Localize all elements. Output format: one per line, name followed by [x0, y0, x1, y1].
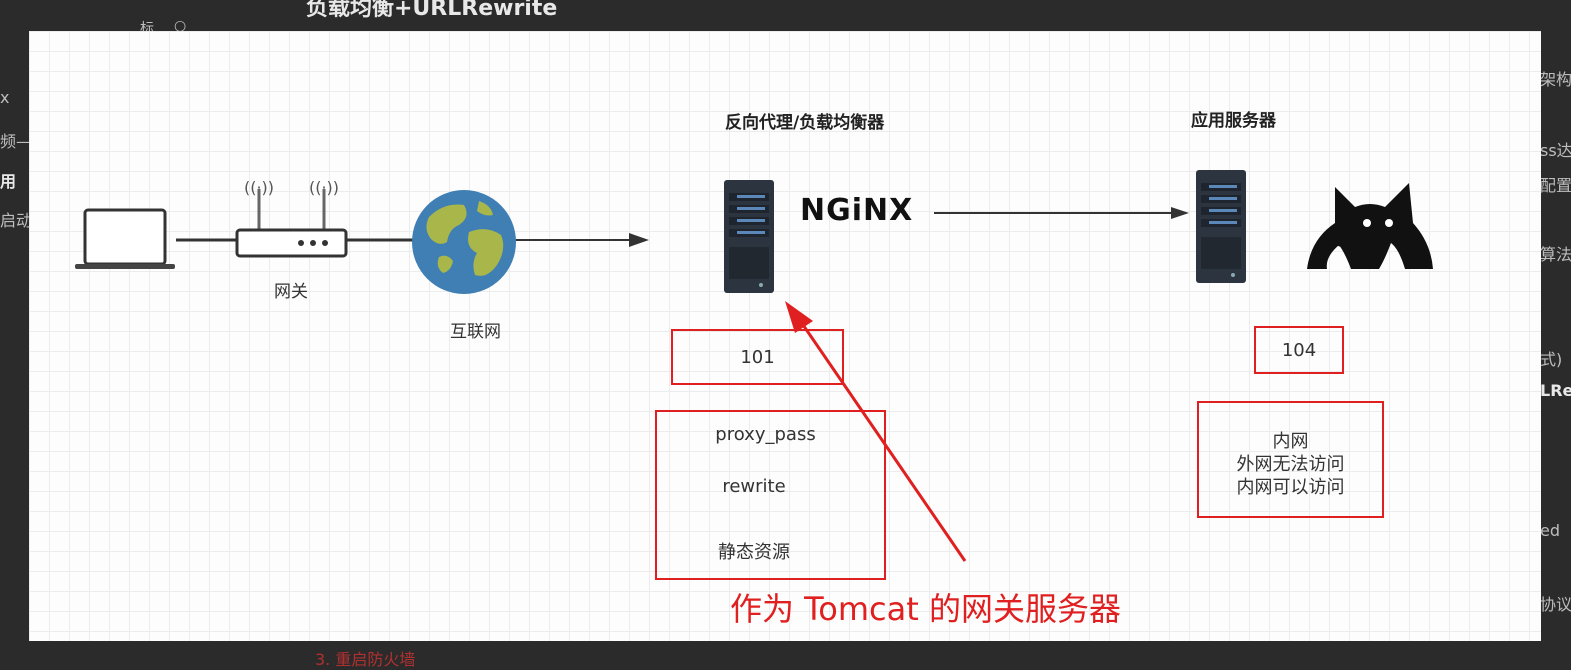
- proxy-title: 反向代理/负载均衡器: [725, 113, 885, 133]
- app-ip-box: 104: [1254, 326, 1344, 374]
- app-network-box: 内网 外网无法访问 内网可以访问: [1197, 401, 1384, 518]
- network-note: 外网无法访问: [1236, 454, 1345, 475]
- annotation-caption: 作为 Tomcat 的网关服务器: [730, 590, 1121, 628]
- svg-text:((·)): ((·)): [309, 178, 339, 197]
- feature-proxy-pass: proxy_pass: [715, 424, 816, 445]
- toc-fragment: ed: [1540, 521, 1560, 540]
- outline-fragment: 用: [0, 172, 17, 191]
- app-ip: 104: [1281, 340, 1317, 361]
- gateway-label: 网关: [274, 282, 308, 302]
- app-server-icon: [1196, 170, 1246, 283]
- toc-fragment: ss达: [1540, 141, 1571, 160]
- laptop-icon: [75, 208, 175, 269]
- router-icon: ((·)) ((·)): [235, 178, 348, 258]
- network-note: 内网: [1272, 431, 1309, 452]
- feature-rewrite: rewrite: [722, 476, 786, 497]
- nginx-logo: NGiNX: [800, 193, 914, 228]
- proxy-features-box: proxy_pass rewrite 静态资源: [655, 410, 886, 580]
- proxy-server-icon: [724, 180, 774, 293]
- toc-fragment: 配置: [1540, 176, 1571, 195]
- toc-fragment: LRe: [1540, 381, 1571, 400]
- network-links: [176, 207, 1189, 247]
- outline-fragment: 频—: [0, 132, 33, 151]
- doc-step-text: 3. 重启防火墙: [315, 650, 416, 669]
- doc-title: 负载均衡+URLRewrite: [306, 0, 558, 21]
- outline-fragment: x: [0, 88, 10, 107]
- feature-static-resources: 静态资源: [718, 542, 790, 563]
- globe-icon: [412, 190, 516, 294]
- outline-fragment: 启动: [0, 211, 33, 230]
- diagram-canvas: ((·)) ((·)) 网关 互联网 反向代理/负载均衡器 NGiNX 应用服务…: [29, 31, 1541, 641]
- toc-fragment: 架构: [1540, 70, 1571, 89]
- internet-label: 互联网: [450, 322, 501, 342]
- toc-fragment: 协议: [1540, 595, 1571, 614]
- search-icon[interactable]: ○: [174, 18, 187, 34]
- toc-fragment: 式): [1540, 350, 1563, 369]
- proxy-ip: 101: [740, 347, 775, 368]
- svg-text:((·)): ((·)): [244, 178, 274, 197]
- toc-fragment: 算法: [1540, 245, 1571, 264]
- tomcat-icon: [1307, 183, 1433, 269]
- proxy-ip-box: 101: [671, 329, 844, 385]
- annotation-arrow: [785, 301, 967, 562]
- app-server-title: 应用服务器: [1191, 111, 1276, 131]
- network-note: 内网可以访问: [1236, 477, 1345, 498]
